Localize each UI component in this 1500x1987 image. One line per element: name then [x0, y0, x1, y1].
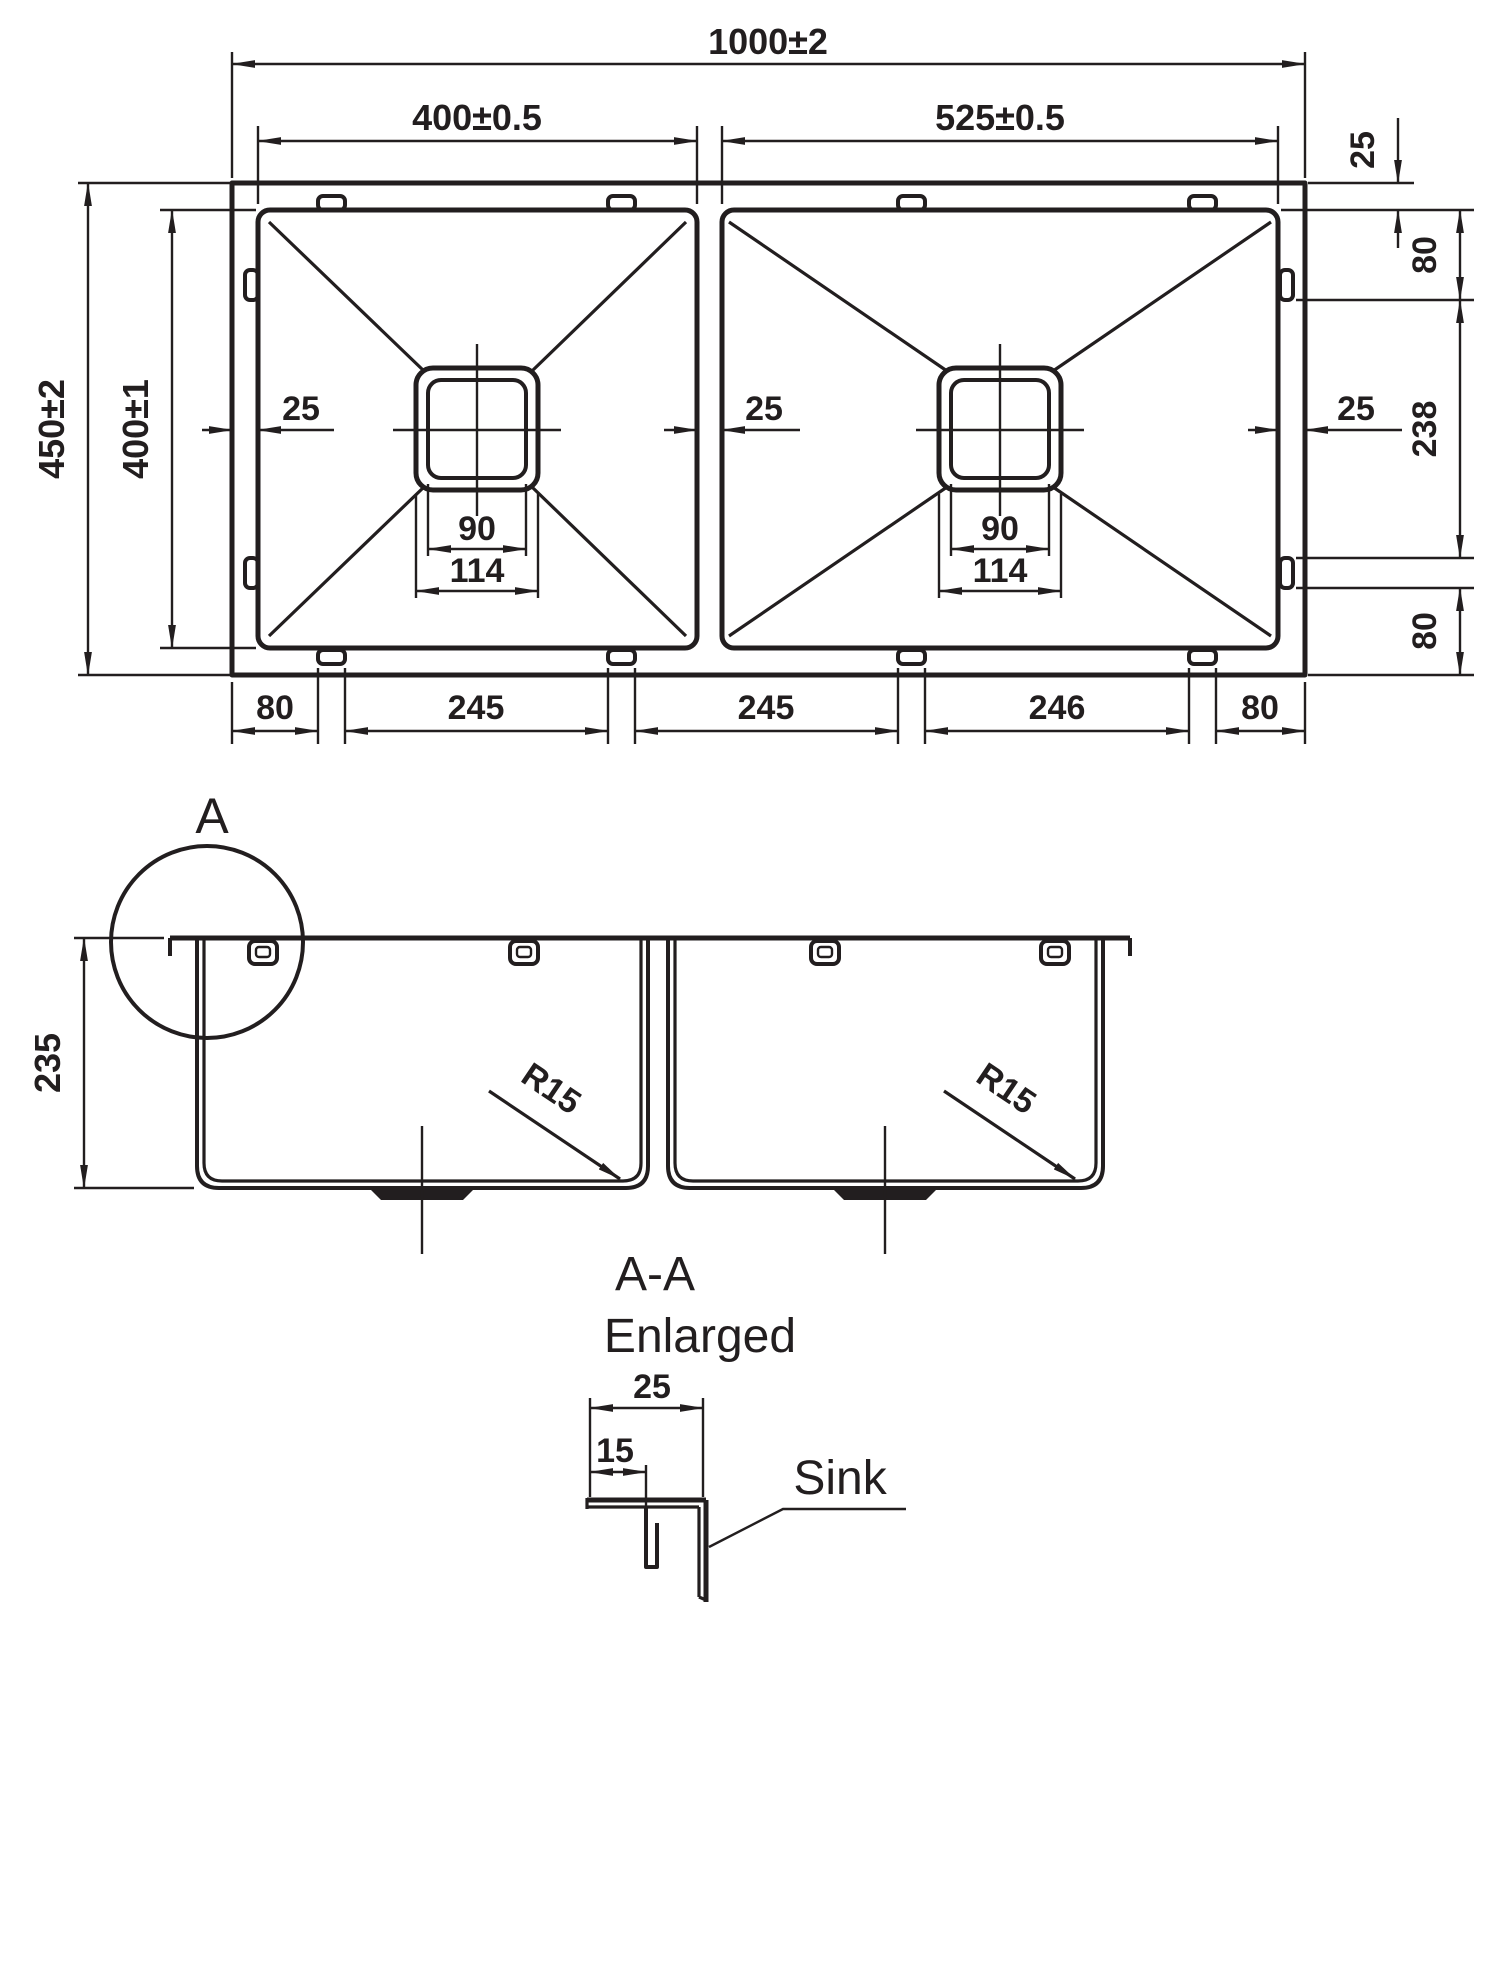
mounting-clip-slot: [816, 945, 834, 959]
dim-drain-right: 90 114: [937, 484, 1063, 598]
dim-text: 114: [973, 552, 1028, 590]
mounting-clip: [1039, 939, 1071, 966]
dim-text: 525±0.5: [935, 97, 1065, 138]
mounting-clip: [247, 939, 279, 966]
sink-callout: Sink: [708, 1452, 906, 1549]
diagonal-line: [530, 220, 688, 373]
radius-callout-left: R15: [488, 1056, 621, 1181]
detail-circle-a: [109, 844, 305, 1040]
dim-right-rim: 25: [1248, 390, 1402, 434]
dim-text: 245: [738, 689, 795, 727]
side-view: 235 A R15 R15: [27, 788, 1132, 1254]
leader-line: [943, 1089, 1076, 1181]
mounting-clip-slot: [515, 945, 533, 959]
mounting-clip: [896, 648, 927, 666]
dim-text: 25: [1344, 131, 1382, 169]
dim-top-right-rim: 25: [1281, 118, 1474, 248]
dim-text: 25: [1337, 390, 1375, 428]
dim-bowl-depth: 400±1: [115, 208, 256, 650]
mounting-clip: [1187, 648, 1218, 666]
dim-overall-depth: 450±2: [31, 181, 230, 677]
clip-channel-hook: [644, 1507, 659, 1569]
mounting-clip: [316, 194, 347, 212]
dim-left-rim: 25: [202, 390, 334, 434]
dim-right-clip-span: 238: [1296, 299, 1474, 560]
drain-left: [393, 344, 561, 516]
detail-subtitle: Enlarged: [604, 1310, 796, 1363]
mounting-clip: [243, 268, 260, 302]
dim-bottom-row: 80 245 245 246 80: [230, 668, 1307, 744]
diagonal-line: [530, 485, 688, 638]
dim-side-height: 235: [27, 936, 194, 1190]
leader-line: [488, 1089, 621, 1181]
dim-divider: 25: [664, 390, 800, 434]
mounting-clip: [508, 939, 540, 966]
wall-end-cap: [698, 1595, 707, 1602]
mounting-clip: [1278, 268, 1295, 302]
radius-callout-right: R15: [943, 1056, 1076, 1181]
dim-text: 25: [745, 390, 783, 428]
dim-flange-width: 25: [588, 1368, 705, 1497]
diagonal-line: [728, 485, 948, 638]
mounting-clip-slot: [254, 945, 272, 959]
mounting-clip: [896, 194, 927, 212]
mounting-clip: [243, 556, 260, 590]
detail-title: A-A: [615, 1248, 695, 1301]
mounting-clip-slot: [1046, 945, 1064, 959]
sink-label: Sink: [793, 1452, 887, 1505]
dim-text: 400±0.5: [412, 97, 542, 138]
dim-text: 25: [633, 1368, 671, 1406]
mounting-clip: [1187, 194, 1218, 212]
diagonal-line: [267, 220, 426, 373]
mounting-clips-side-view: [247, 939, 1071, 966]
dim-text: 450±2: [31, 379, 72, 479]
dim-right-offset-bottom: 80: [1296, 586, 1474, 677]
dim-text: 80: [1406, 612, 1444, 650]
dim-overall-width: 1000±2: [230, 21, 1307, 178]
diagonal-line: [1052, 485, 1272, 638]
leader-line: [708, 1507, 906, 1549]
dim-bowl2-width: 525±0.5: [720, 97, 1280, 204]
dim-text: 25: [282, 390, 320, 428]
top-view: 1000±2 400±0.5 525±0.5 450±2 400: [31, 21, 1474, 744]
bowl-right-diagonals: [728, 220, 1272, 638]
dim-text: 400±1: [115, 379, 156, 479]
mounting-clip: [316, 648, 347, 666]
dim-text: 15: [596, 1432, 634, 1470]
dim-text: 80: [1241, 689, 1279, 727]
drain-right: [916, 344, 1084, 516]
dim-right-offset-top: 80: [1296, 209, 1474, 302]
dim-bowl1-width: 400±0.5: [256, 97, 699, 204]
dim-text: 238: [1406, 401, 1444, 458]
radius-text: R15: [970, 1056, 1043, 1122]
diagonal-line: [728, 220, 948, 373]
dim-text: 90: [981, 510, 1019, 548]
bowl-left-diagonals: [267, 220, 688, 638]
detail-aa-view: A-A Enlarged 25 15 Sink: [585, 1248, 906, 1602]
mounting-clip: [809, 939, 841, 966]
dim-text: 80: [1406, 236, 1444, 274]
dim-text: 1000±2: [708, 21, 828, 62]
rim-profile: [585, 1497, 709, 1602]
dim-text: 246: [1029, 689, 1086, 727]
mounting-clip: [606, 648, 637, 666]
radius-text: R15: [515, 1056, 588, 1122]
dim-text: 114: [450, 552, 505, 590]
dim-text: 80: [256, 689, 294, 727]
mounting-clip: [1278, 556, 1295, 590]
diagonal-line: [1052, 220, 1272, 373]
diagonal-line: [267, 485, 426, 638]
mounting-clip: [606, 194, 637, 212]
dim-drain-left: 90 114: [414, 484, 540, 598]
dim-text: 90: [458, 510, 496, 548]
detail-label-a: A: [195, 788, 229, 844]
dim-clip-inset: 15: [589, 1432, 648, 1508]
dim-text: 245: [448, 689, 505, 727]
dim-text: 235: [27, 1033, 68, 1093]
mounting-clips-top-view: [243, 194, 1295, 666]
